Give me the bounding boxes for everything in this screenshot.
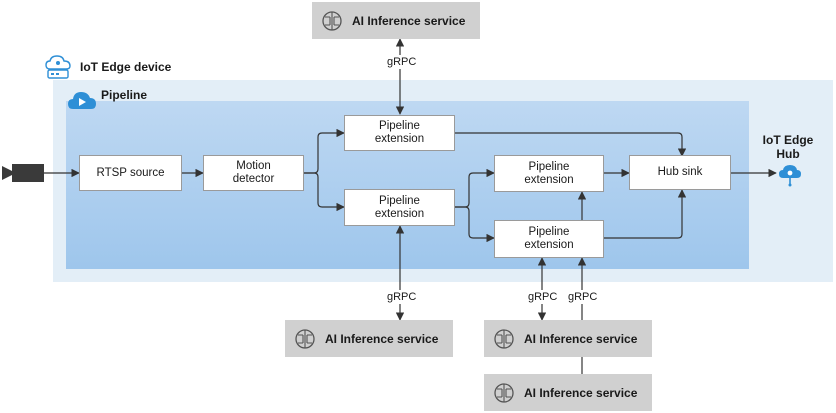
iot-edge-device-icon [45,55,71,79]
arrow-ext-rb-hub [604,189,687,239]
arrow-ext-top-hub [455,132,687,157]
iot-hub-icon [779,165,801,187]
camera-icon [2,164,44,182]
brain-icon [295,328,315,349]
grpc-label-top: gRPC [387,56,417,68]
ai-inference-service-bottom-mid[interactable]: AI Inference service [484,320,652,357]
ai-service-label: AI Inference service [524,385,638,400]
grpc-label-bottom-left: gRPC [387,291,417,303]
iot-edge-device-label: IoT Edge device [80,60,172,74]
ai-service-label: AI Inference service [325,331,439,346]
brain-icon [494,382,514,403]
pipeline-extension-mid-node[interactable]: Pipeline extension [344,189,455,226]
rtsp-source-node[interactable]: RTSP source [79,155,182,191]
ai-service-label: AI Inference service [524,331,638,346]
pipeline-icon [68,92,96,109]
ai-inference-service-bottom-left[interactable]: AI Inference service [285,320,453,357]
arrow-ext-mid-right-top [455,168,495,208]
arrow-ext-mid-right-bottom [455,206,495,243]
brain-icon [494,328,514,349]
pipeline-label: Pipeline [101,88,148,102]
ai-inference-service-top[interactable]: AI Inference service [312,2,480,39]
arrow-motion-ext-top [304,128,345,174]
motion-detector-node[interactable]: Motion detector [203,155,304,191]
arrow-motion-ext-mid [304,172,345,212]
grpc-label-bottom-right: gRPC [568,291,598,303]
hub-sink-node[interactable]: Hub sink [629,155,731,190]
ai-inference-service-bottom-low[interactable]: AI Inference service [484,374,652,411]
pipeline-extension-right-bottom-node[interactable]: Pipeline extension [494,220,604,258]
pipeline-extension-top-node[interactable]: Pipeline extension [344,115,455,151]
grpc-label-bottom-mid: gRPC [528,291,558,303]
pipeline-extension-right-top-node[interactable]: Pipeline extension [494,155,604,192]
brain-icon [322,10,342,31]
ai-service-label: AI Inference service [352,13,466,28]
iot-edge-hub-label: IoT Edge Hub [762,133,814,161]
